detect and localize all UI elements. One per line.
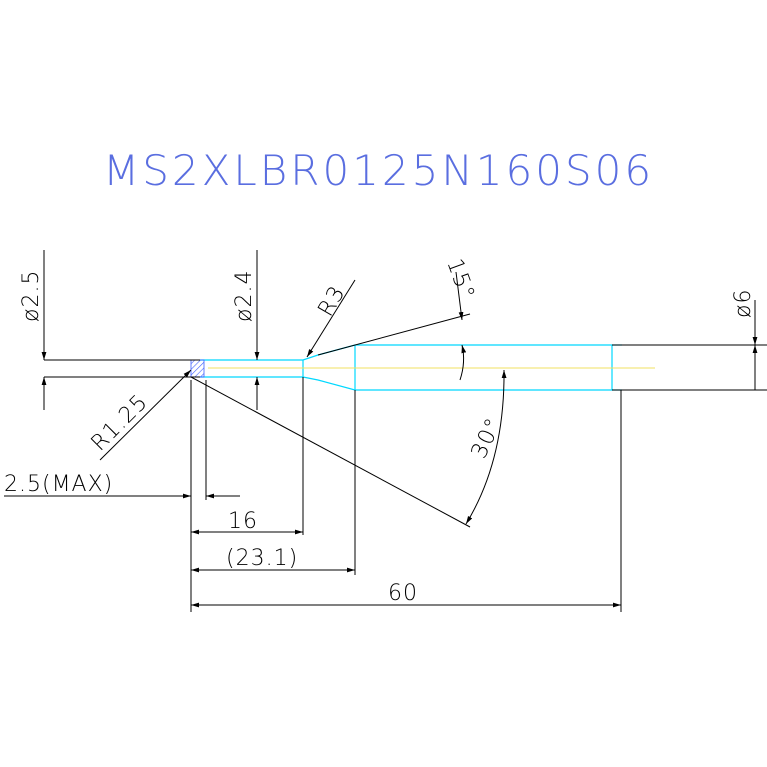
dim-tip-radius: R1.25 [87, 369, 192, 461]
dim-tip-angle: 30° [190, 369, 507, 528]
shank-outline [612, 344, 767, 391]
dim-shoulder-angle: 15° [317, 256, 479, 381]
dim-effective-length: 16 [191, 509, 303, 535]
dim-neck-diameter: ø2.4 [232, 250, 260, 410]
label-neck-length: (23.1) [226, 546, 298, 571]
label-shank-diameter: ø6 [731, 289, 756, 318]
label-effective-length: 16 [228, 509, 258, 534]
label-shoulder-radius: R3 [314, 281, 351, 321]
tip-hatch [190, 359, 205, 378]
dim-overall-length: 60 [191, 581, 621, 608]
label-max-depth: 2.5(MAX) [4, 472, 113, 497]
dim-shank-diameter: ø6 [731, 289, 758, 390]
extension-lines [190, 377, 622, 612]
part-number-title: MS2XLBR0125N160S06 [103, 146, 654, 195]
label-shoulder-angle: 15° [441, 256, 479, 304]
label-neck-diameter: ø2.4 [232, 270, 257, 322]
dim-max-depth: 2.5(MAX) [4, 472, 240, 499]
dim-shoulder-radius: R3 [306, 279, 356, 358]
dim-neck-length: (23.1) [191, 546, 355, 573]
label-tip-diameter: ø2.5 [19, 270, 44, 322]
label-overall-length: 60 [388, 581, 418, 606]
dim-tip-diameter: ø2.5 [19, 250, 200, 410]
label-tip-radius: R1.25 [87, 390, 154, 457]
